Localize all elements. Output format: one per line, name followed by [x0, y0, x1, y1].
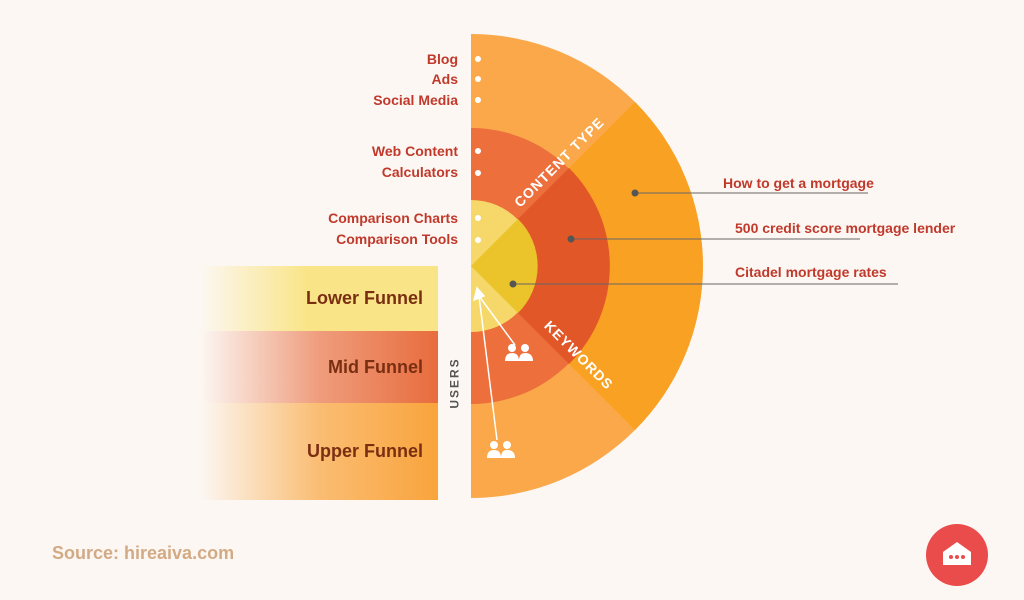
mid-keyword-wedge [471, 168, 610, 364]
bullet-dot [475, 170, 481, 176]
keyword-label-lower: Citadel mortgage rates [735, 264, 887, 280]
leader-dot [567, 235, 575, 243]
content-label-ads: Ads [431, 71, 458, 87]
bullet-dot [475, 237, 481, 243]
content-label-web-content: Web Content [371, 143, 458, 159]
mid-funnel-label: Mid Funnel [328, 356, 423, 377]
arrow-head [472, 286, 486, 302]
chat-button[interactable] [926, 524, 988, 586]
arrow-to-upper-users [478, 295, 498, 441]
bullet-dot [475, 148, 481, 154]
mid-funnel-band: Mid Funnel [200, 331, 438, 403]
keyword-leader-lines [513, 192, 898, 285]
arrow-to-mid-users [478, 295, 516, 346]
users-icon [487, 441, 515, 458]
users-arrows [472, 286, 516, 441]
chat-icon [943, 542, 971, 565]
leader-dot [509, 280, 517, 288]
bullet-dot [475, 76, 481, 82]
content-label-comparison-tools: Comparison Tools [336, 231, 458, 247]
bullet-dot [475, 97, 481, 103]
inner-keyword-wedge [471, 219, 538, 313]
source-note: Source: hireaiva.com [52, 543, 235, 563]
content-label-blog: Blog [426, 51, 458, 67]
keyword-label-upper: How to get a mortgage [723, 175, 874, 191]
keyword-label-mid: 500 credit score mortgage lender [735, 220, 956, 236]
content-label-calculators: Calculators [381, 164, 458, 180]
users-icon [505, 344, 533, 361]
bullet-dot [475, 215, 481, 221]
bullet-dot [475, 56, 481, 62]
content-label-social-media: Social Media [373, 92, 458, 108]
content-label-comparison-charts: Comparison Charts [328, 210, 458, 226]
upper-funnel-label: Upper Funnel [307, 441, 423, 461]
upper-funnel-band: Upper Funnel [200, 403, 438, 500]
leader-dot [631, 189, 639, 197]
lower-funnel-band: Lower Funnel [200, 266, 438, 331]
lower-funnel-label: Lower Funnel [306, 288, 423, 308]
content-type-bullets [475, 56, 481, 243]
